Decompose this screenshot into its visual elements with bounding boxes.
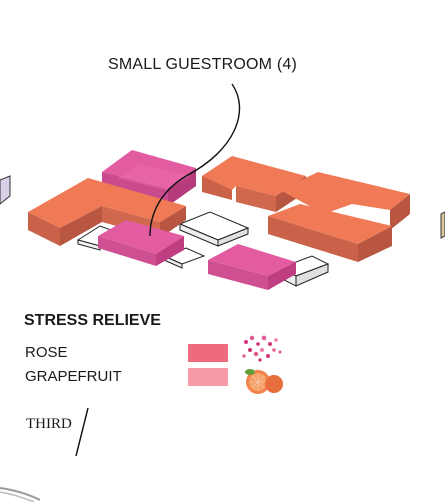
- orange-block-center: [202, 156, 306, 212]
- legend-item-grapefruit-label: GRAPEFRUIT: [25, 368, 122, 385]
- legend-swatch-grapefruit: [188, 368, 228, 386]
- pink-block-front-right: [208, 244, 296, 290]
- legend-swatch-rose: [188, 344, 228, 362]
- legend-item-rose-label: ROSE: [25, 344, 68, 361]
- legend-title: STRESS RELIEVE: [24, 312, 161, 329]
- rose-petals-icon: [242, 335, 282, 362]
- grapefruit-icon: [245, 369, 283, 394]
- left-edge-fragment: [0, 175, 11, 205]
- right-edge-fragment: [440, 211, 445, 239]
- floor-slash-mark: [75, 407, 89, 457]
- pink-block-front-left: [98, 220, 184, 266]
- callout-label: SMALL GUESTROOM (4): [108, 56, 298, 73]
- callout-leader-line: [149, 83, 241, 237]
- orange-block-right: [268, 172, 410, 262]
- floor-label: THIRD: [26, 416, 72, 432]
- bottom-edge-fragment: [0, 487, 41, 502]
